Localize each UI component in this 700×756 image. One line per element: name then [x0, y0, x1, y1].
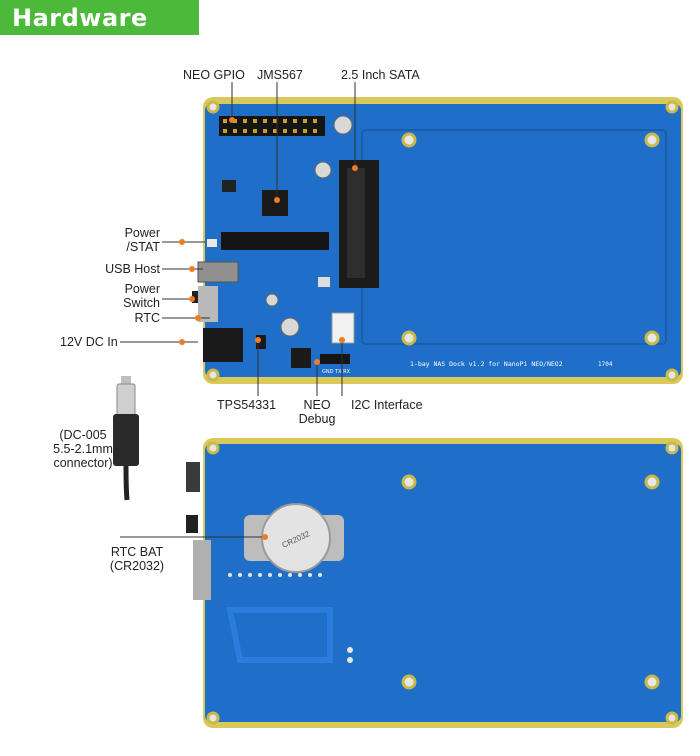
label-dc-in: 12V DC In [60, 335, 118, 349]
board-code: 1704 [598, 361, 613, 368]
label-power-stat: Power /STAT [124, 226, 160, 254]
label-i2c: I2C Interface [351, 398, 423, 412]
pointer-dots [179, 117, 358, 540]
top-board: 1-bay NAS Dock v1.2 for NanoPi NEO/NEO2 … [192, 97, 683, 384]
label-sata: 2.5 Inch SATA [341, 68, 420, 82]
label-rtc-bat: RTC BAT (CR2032) [109, 545, 165, 573]
label-neo-debug: NEO Debug [298, 398, 336, 426]
bottom-board: CR2032 [186, 438, 683, 728]
section-header: Hardware [0, 0, 199, 35]
label-rtc: RTC [134, 311, 160, 325]
label-neo-gpio: NEO GPIO [183, 68, 245, 82]
label-usb-host: USB Host [105, 262, 160, 276]
debug-pin-silkscreen: GND TX RX [322, 369, 351, 375]
label-power-switch: Power Switch [123, 282, 160, 310]
label-tps54331: TPS54331 [217, 398, 277, 412]
header-title: Hardware [12, 4, 148, 32]
label-dc005: (DC-005 5.5-2.1mm connector) [53, 428, 113, 470]
dc-plug-icon [113, 376, 139, 501]
board-silkscreen: 1-bay NAS Dock v1.2 for NanoPi NEO/NEO2 [410, 360, 563, 368]
label-jms567: JMS567 [257, 68, 303, 82]
